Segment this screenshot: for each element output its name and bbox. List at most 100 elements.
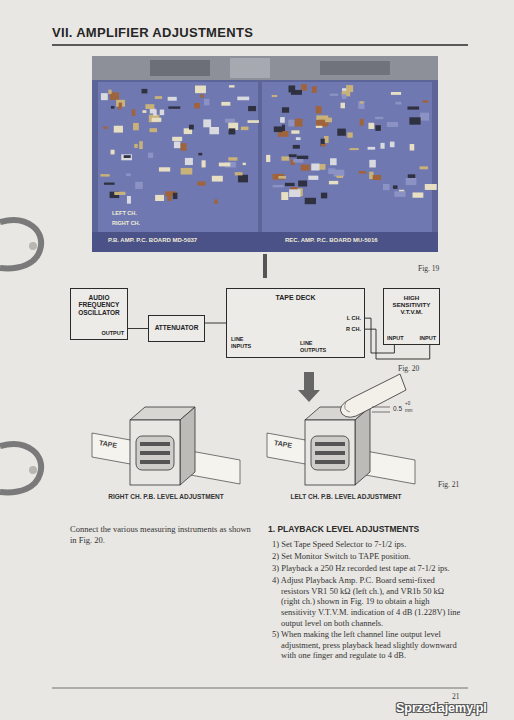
pcb-component xyxy=(135,182,143,189)
pb-amp-board xyxy=(98,82,258,232)
pcb-component xyxy=(272,95,277,97)
pcb-component xyxy=(410,144,415,151)
binder-ring xyxy=(0,220,41,268)
pcb-component xyxy=(153,110,157,116)
pcb-component xyxy=(212,176,223,182)
pcb-component xyxy=(368,123,374,129)
pcb-component xyxy=(221,102,230,106)
pcb-component xyxy=(203,119,211,127)
pcb-component xyxy=(198,153,202,156)
pcb-component xyxy=(114,192,125,195)
port-label: INPUT xyxy=(420,335,437,341)
head-face xyxy=(311,436,349,470)
instrument-box: ATTENUATOR xyxy=(148,315,205,342)
body-text: Connect the various measuring instrument… xyxy=(70,524,255,546)
pcb-component xyxy=(360,101,363,103)
pcb-component xyxy=(150,128,157,132)
chassis-part xyxy=(320,61,390,75)
page-number: 21 xyxy=(452,692,472,701)
pcb-component xyxy=(145,104,154,109)
pcb-component xyxy=(281,156,289,160)
pcb-component xyxy=(101,93,108,100)
pcb-component xyxy=(301,165,310,171)
pcb-component xyxy=(172,137,182,141)
port-label: R CH. xyxy=(346,326,361,332)
pcb-component xyxy=(393,185,398,188)
pcb-component xyxy=(316,126,323,128)
pcb-component xyxy=(139,141,143,149)
pcb-component xyxy=(181,143,187,151)
pcb-component xyxy=(181,168,193,175)
pcb-component xyxy=(337,129,346,136)
port-label: OUTPUT xyxy=(101,330,124,336)
pcb-component xyxy=(148,153,153,158)
port-label: LINE OUTPUTS xyxy=(300,340,336,353)
pcb-component xyxy=(132,109,136,116)
pcb-component xyxy=(278,176,286,179)
photo-pointer xyxy=(263,254,267,278)
pcb-component xyxy=(375,125,380,131)
pcb-component xyxy=(152,118,162,122)
figure-number: Fig. 21 xyxy=(438,480,482,489)
pcb-component xyxy=(200,95,204,98)
pcb-component xyxy=(373,175,381,180)
pcb-component xyxy=(173,193,178,199)
pcb-component xyxy=(360,119,364,126)
pcb-component xyxy=(194,103,200,108)
head-slot xyxy=(315,451,345,455)
pcb-component xyxy=(285,183,295,186)
chassis-top xyxy=(92,56,438,80)
pcb-component xyxy=(168,97,177,101)
pcb-component xyxy=(174,141,181,148)
signal-wire xyxy=(205,323,226,324)
figure-number: Fig. 20 xyxy=(398,364,442,373)
pcb-component xyxy=(121,154,132,160)
pcb-component xyxy=(380,143,384,149)
pcb-component xyxy=(266,155,270,162)
pcb-component xyxy=(387,122,398,127)
pcb-component xyxy=(119,103,122,107)
head-slot xyxy=(140,442,170,446)
tape-label: TAPE xyxy=(98,439,129,452)
pcb-component xyxy=(155,96,162,99)
figure-number: Fig. 19 xyxy=(418,264,462,273)
box-title: HIGH SENSITIVITY V.T.V.M. xyxy=(386,294,437,315)
pcb-component xyxy=(413,192,424,197)
pcb-component xyxy=(390,142,395,148)
pcb-component xyxy=(308,176,318,180)
dimension-line xyxy=(372,407,390,408)
pcb-component xyxy=(395,102,401,105)
box-title: TAPE DECK xyxy=(229,294,362,302)
pcb-component xyxy=(369,160,375,168)
pcb-component xyxy=(358,101,364,109)
pcb-component xyxy=(159,167,170,171)
figure-caption: RIGHT CH. P.B. LEVEL ADJUSTMENT xyxy=(76,493,256,501)
dimension-tolerance: +0 xyxy=(405,401,419,406)
pcb-component xyxy=(167,194,171,201)
pcb-component xyxy=(297,156,308,159)
pcb-component xyxy=(209,127,219,134)
page-title: VII. AMPLIFIER ADJUSTMENTS xyxy=(52,25,253,40)
pcb-component xyxy=(214,199,217,203)
pcb-component xyxy=(111,106,115,109)
photo-label-band xyxy=(92,232,438,252)
pcb-component xyxy=(195,86,206,94)
pcb-component xyxy=(368,147,376,150)
pcb-component xyxy=(282,107,289,112)
board-label: REC. AMP. P.C. BOARD MU-5016 xyxy=(285,237,435,244)
pcb-component xyxy=(407,106,419,109)
pcb-component xyxy=(116,100,125,107)
pcb-component xyxy=(346,85,353,92)
pcb-component xyxy=(229,128,236,134)
chassis-part xyxy=(230,58,270,78)
pcb-component xyxy=(142,110,146,113)
pcb-component xyxy=(409,117,420,124)
pcb-component xyxy=(423,100,428,103)
pcb-component xyxy=(328,168,335,174)
pcb-component xyxy=(375,117,383,119)
chassis-part xyxy=(150,60,210,76)
pcb-component xyxy=(325,118,332,123)
pcb-components xyxy=(100,84,436,204)
head-slot xyxy=(140,460,170,464)
device-box: TAPE DECKLINE INPUTSLINE OUTPUTSL CH.R C… xyxy=(226,288,365,358)
